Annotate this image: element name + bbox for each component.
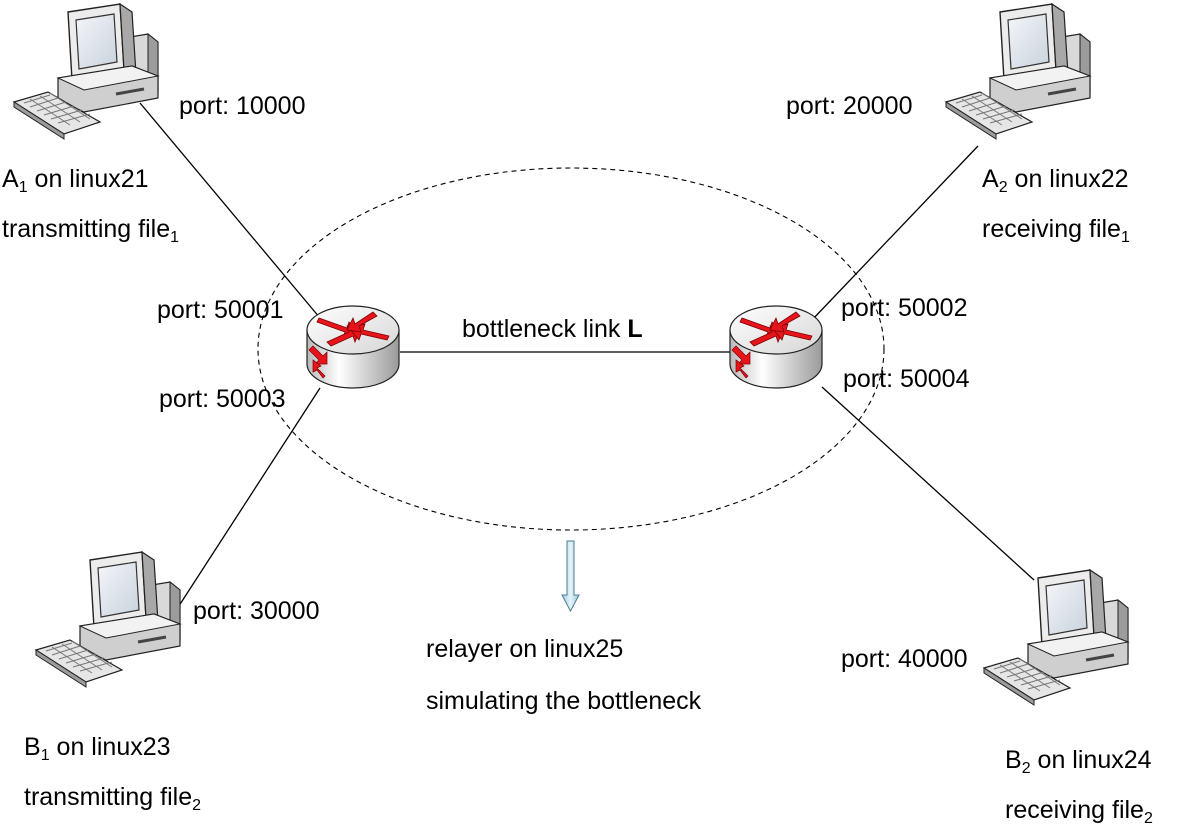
- computer-a2-icon: [944, 2, 1092, 141]
- computer-b2-icon: [982, 568, 1130, 707]
- port-b2: port: 40000: [841, 645, 968, 673]
- host-b2-title: B2 on linux24: [1005, 746, 1152, 777]
- host-b2-role: receiving file2: [1005, 796, 1153, 827]
- port-50001: port: 50001: [157, 296, 284, 324]
- link-a2-router: [811, 145, 979, 321]
- bottleneck-link-text: bottleneck link: [462, 315, 621, 343]
- router-left-icon: [306, 305, 400, 389]
- computer-a1-icon: [12, 2, 160, 141]
- link-b1-router: [174, 387, 321, 613]
- host-a2-title: A2 on linux22: [982, 165, 1129, 196]
- port-50004: port: 50004: [843, 365, 970, 393]
- host-b1-role: transmitting file2: [24, 783, 202, 814]
- link-b2-router: [821, 386, 1035, 581]
- port-b1: port: 30000: [193, 597, 320, 625]
- router-right-icon: [729, 305, 823, 389]
- port-a2: port: 20000: [786, 92, 913, 120]
- bottleneck-link-name: L: [627, 315, 643, 343]
- host-a2-role: receiving file1: [982, 215, 1130, 246]
- down-arrow-icon: [561, 540, 580, 613]
- computer-b1-icon: [34, 550, 182, 689]
- port-50003: port: 50003: [159, 385, 286, 413]
- host-b1-title: B1 on linux23: [24, 733, 171, 764]
- host-a1-title: A1 on linux21: [2, 165, 149, 196]
- host-a1-role: transmitting file1: [2, 215, 180, 246]
- link-a1-router: [139, 102, 321, 319]
- port-a1: port: 10000: [179, 92, 306, 120]
- bottleneck-link-label: bottleneck link L: [462, 314, 643, 344]
- relayer-description: simulating the bottleneck: [426, 687, 702, 715]
- link-lines: [139, 102, 1035, 613]
- relayer-boundary: [257, 167, 885, 531]
- relayer-label: relayer on linux25: [426, 635, 624, 663]
- port-50002: port: 50002: [841, 294, 968, 322]
